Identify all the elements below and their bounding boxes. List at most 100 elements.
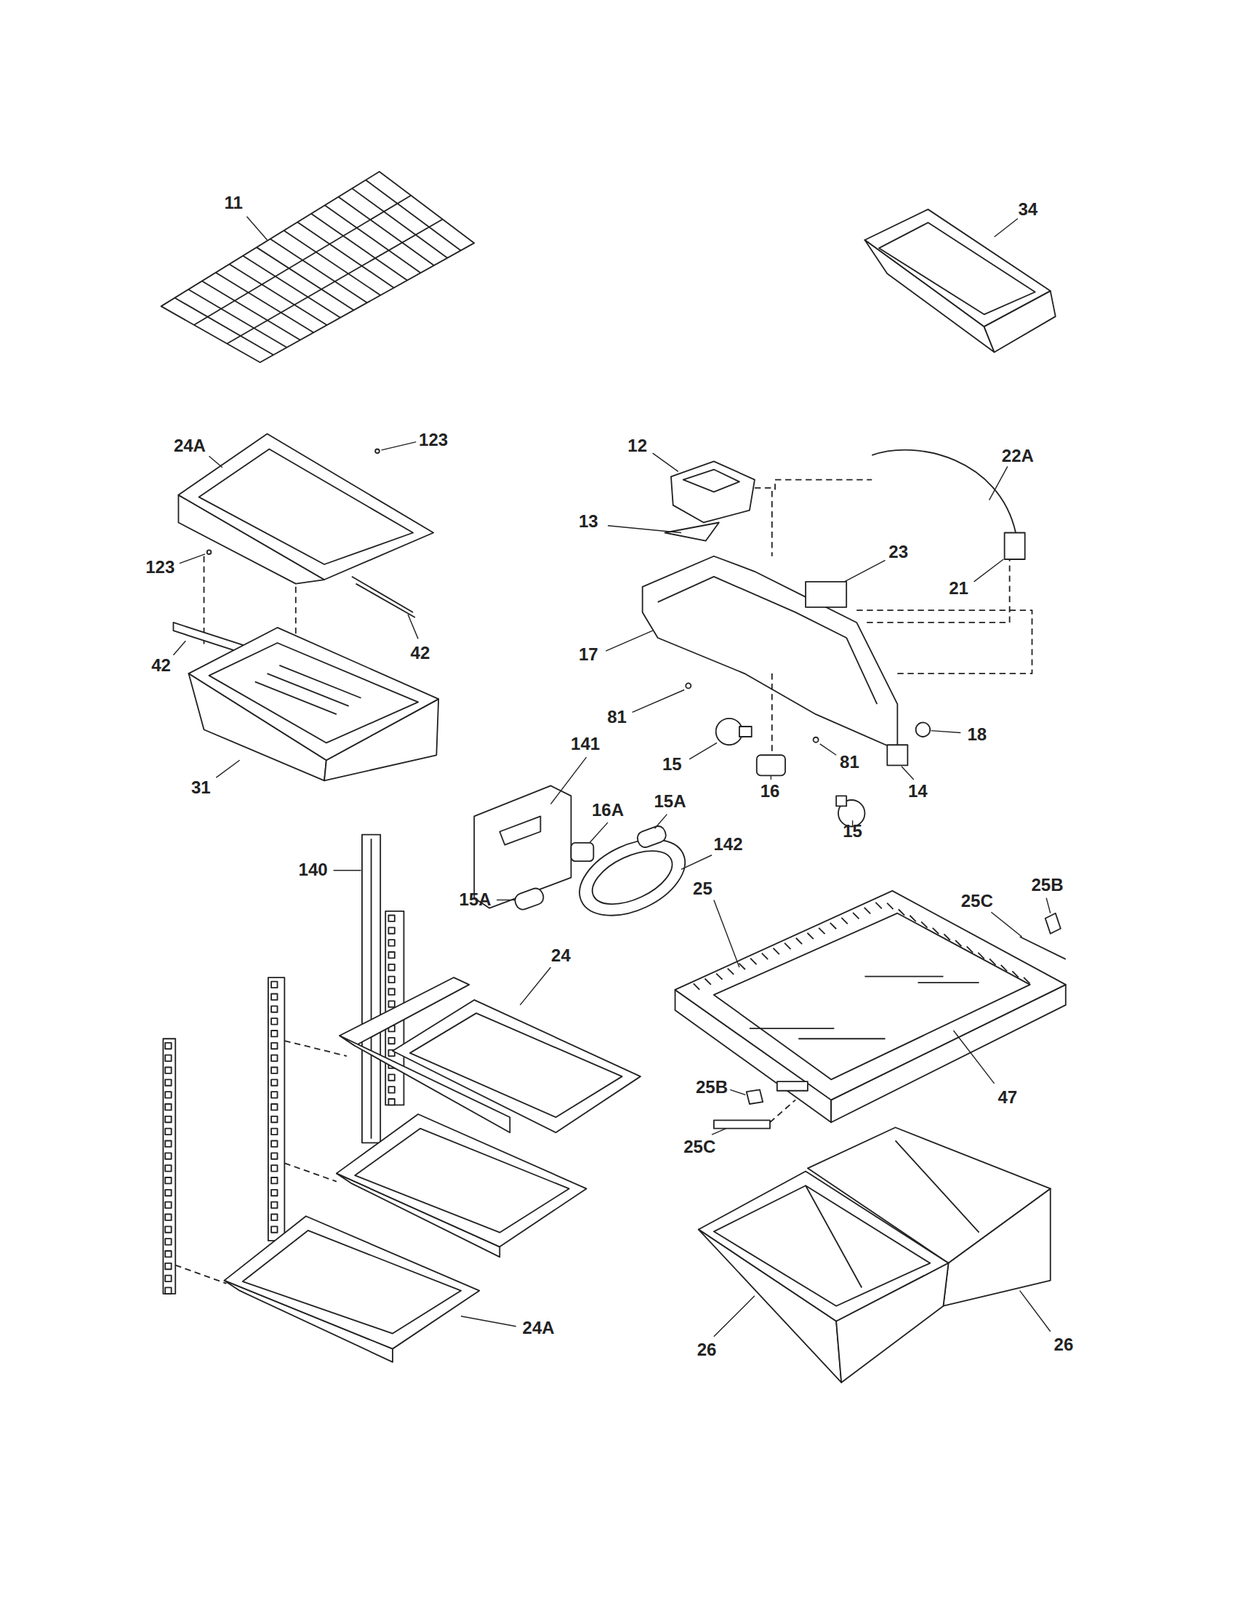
ladder-slot	[165, 1091, 171, 1098]
ladder-slot	[271, 1225, 278, 1232]
crisper-drawers	[698, 1126, 1051, 1383]
light-housing	[642, 450, 1033, 827]
shelf-wire	[338, 197, 435, 266]
callout-number: 15	[662, 755, 682, 773]
grille-slot	[875, 902, 882, 909]
callout-number: 18	[966, 725, 987, 744]
callout-number: 25C	[683, 1137, 716, 1156]
callout-number: 16A	[591, 801, 624, 819]
ladder-slot	[388, 1086, 395, 1093]
grille-slot	[1023, 977, 1030, 983]
shelf-wire	[226, 218, 443, 344]
callout-number: 25	[692, 879, 713, 898]
ladder-slot	[388, 1073, 395, 1080]
ladder-slot	[271, 981, 278, 988]
grille-slot	[1001, 964, 1007, 971]
ladder-slot	[388, 988, 395, 994]
drawer	[188, 627, 439, 781]
grille-slot	[1012, 970, 1018, 977]
ladder-slot	[388, 951, 395, 958]
callout-number: 15A	[654, 792, 687, 810]
glass-shelves	[224, 977, 641, 1362]
grille-slot	[864, 907, 871, 914]
callout-number: 42	[151, 656, 171, 674]
callout-number: 26	[1054, 1335, 1074, 1354]
grille-slot	[818, 927, 825, 934]
ladder-slot	[165, 1042, 171, 1049]
callout-number: 12	[627, 436, 648, 455]
ladder-slot	[271, 1177, 278, 1183]
grille-slot	[955, 940, 962, 946]
grille-slot	[943, 933, 950, 940]
ladder-slot	[165, 1189, 171, 1196]
callout-number: 24	[551, 946, 571, 965]
ladder-slot	[271, 1140, 278, 1146]
ladder-slot	[165, 1275, 171, 1282]
callout-number: 123	[418, 431, 448, 449]
ladder-slot	[388, 914, 395, 921]
grille-slot	[784, 942, 791, 949]
ladder-slot	[271, 1078, 278, 1085]
ladder-slot	[165, 1078, 171, 1085]
ladder-slot	[271, 1103, 278, 1110]
ladder-slot	[388, 927, 395, 933]
grille-slot	[738, 963, 745, 970]
ladder-slot	[271, 1091, 278, 1098]
shelf-wire	[194, 195, 411, 325]
grille-slot	[966, 945, 973, 952]
callout-number: 24A	[522, 1318, 555, 1337]
ladder-slot	[388, 1098, 395, 1105]
ladder-slot	[165, 1128, 171, 1135]
grille-slot	[727, 968, 734, 975]
ladder-slot	[271, 1030, 278, 1037]
callout-number: 25B	[1030, 876, 1063, 894]
callout-number: 15A	[459, 890, 492, 909]
grille-slot	[852, 912, 859, 919]
grille-slot	[772, 948, 779, 954]
shelf-wire	[365, 180, 461, 251]
ladder-slot	[165, 1262, 171, 1269]
ladder-slot	[165, 1213, 171, 1220]
shelf-wire	[351, 188, 448, 259]
callout-number: 123	[145, 558, 175, 576]
ladder-slot	[165, 1140, 171, 1146]
ladder-slot	[388, 964, 395, 970]
grille-slot	[704, 978, 711, 985]
ladder-slot	[388, 1000, 395, 1007]
leader-lines	[173, 216, 1050, 1337]
ladder-slot	[165, 1152, 171, 1159]
callout-number: 21	[948, 579, 969, 597]
ladder-slot	[271, 1042, 278, 1049]
grille-slot	[887, 903, 893, 909]
ladder-slot	[271, 1066, 278, 1073]
callout-number: 142	[713, 835, 743, 853]
wire-shelf	[161, 171, 475, 363]
glass-shelf	[178, 433, 434, 653]
ladder-slot	[165, 1225, 171, 1232]
ladder-slot	[271, 1213, 278, 1220]
callout-number: 81	[607, 708, 627, 726]
callout-number: 141	[570, 735, 600, 753]
grille-slot	[977, 952, 984, 959]
ladder-slot	[271, 993, 278, 1000]
lamp-cover	[474, 785, 697, 931]
grille-slot	[989, 958, 996, 965]
door-bin	[864, 209, 1055, 352]
callout-number: 13	[578, 512, 599, 531]
grille-slot	[796, 937, 802, 944]
ladder-slot	[388, 1037, 395, 1044]
ladder-slot	[165, 1177, 171, 1183]
callout-number: 17	[578, 645, 599, 664]
crisper-cover	[675, 890, 1066, 1129]
callout-number: 14	[908, 782, 928, 800]
grille-slot	[830, 922, 837, 929]
ladder-slot	[165, 1250, 171, 1257]
callout-number: 31	[191, 778, 211, 797]
callout-number: 25B	[695, 1078, 728, 1096]
callout-number: 42	[410, 644, 431, 662]
ladder-slot	[271, 1201, 278, 1208]
ladder-slot	[165, 1201, 171, 1208]
ladder-slot	[271, 1017, 278, 1024]
